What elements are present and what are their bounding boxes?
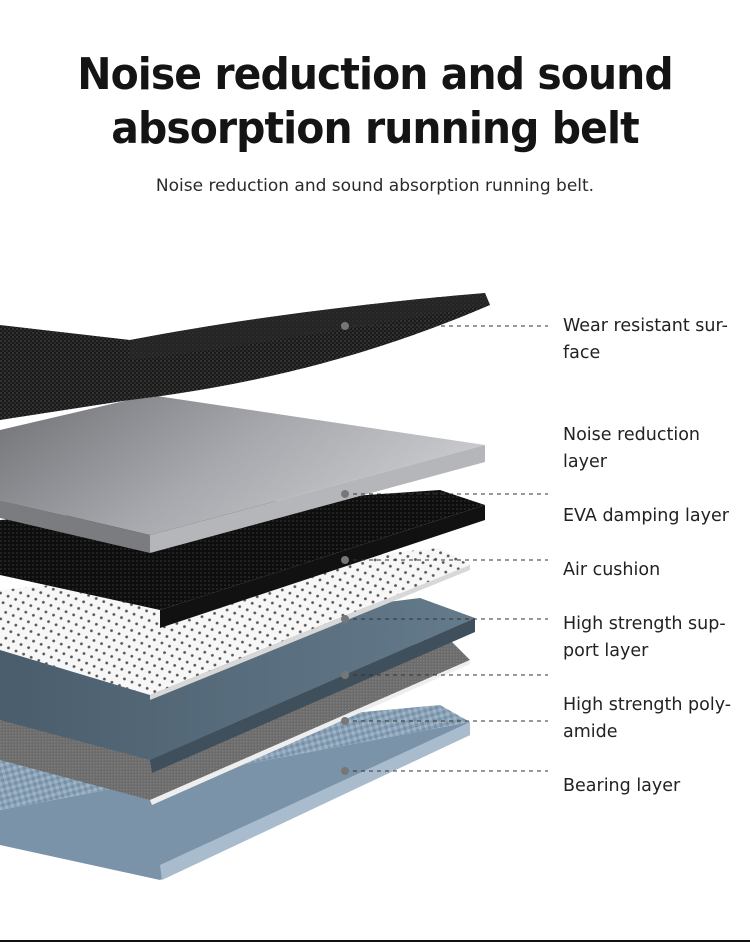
- label-polyamide: High strength poly- amide: [563, 695, 732, 742]
- layer-wear-resistant: [0, 293, 490, 420]
- bottom-divider: [0, 940, 750, 942]
- title-line-1: Noise reduction and sound: [77, 49, 673, 100]
- title-line-2: absorption running belt: [111, 103, 639, 154]
- label-air-cushion: Air cushion: [563, 560, 661, 580]
- leader-dots: [341, 322, 349, 775]
- layer-noise-reduction: [0, 395, 485, 553]
- label-eva: EVA damping layer: [563, 506, 729, 526]
- label-noise-reduction: Noise reduction layer: [563, 425, 701, 472]
- leader-lines: [345, 325, 548, 772]
- label-bearing: Bearing layer: [563, 776, 681, 796]
- label-wear-resistant: Wear resistant sur- face: [563, 316, 728, 363]
- label-support: High strength sup- port layer: [563, 614, 726, 661]
- page-title: Noise reduction and sound absorption run…: [26, 48, 724, 156]
- subtitle: Noise reduction and sound absorption run…: [155, 176, 595, 196]
